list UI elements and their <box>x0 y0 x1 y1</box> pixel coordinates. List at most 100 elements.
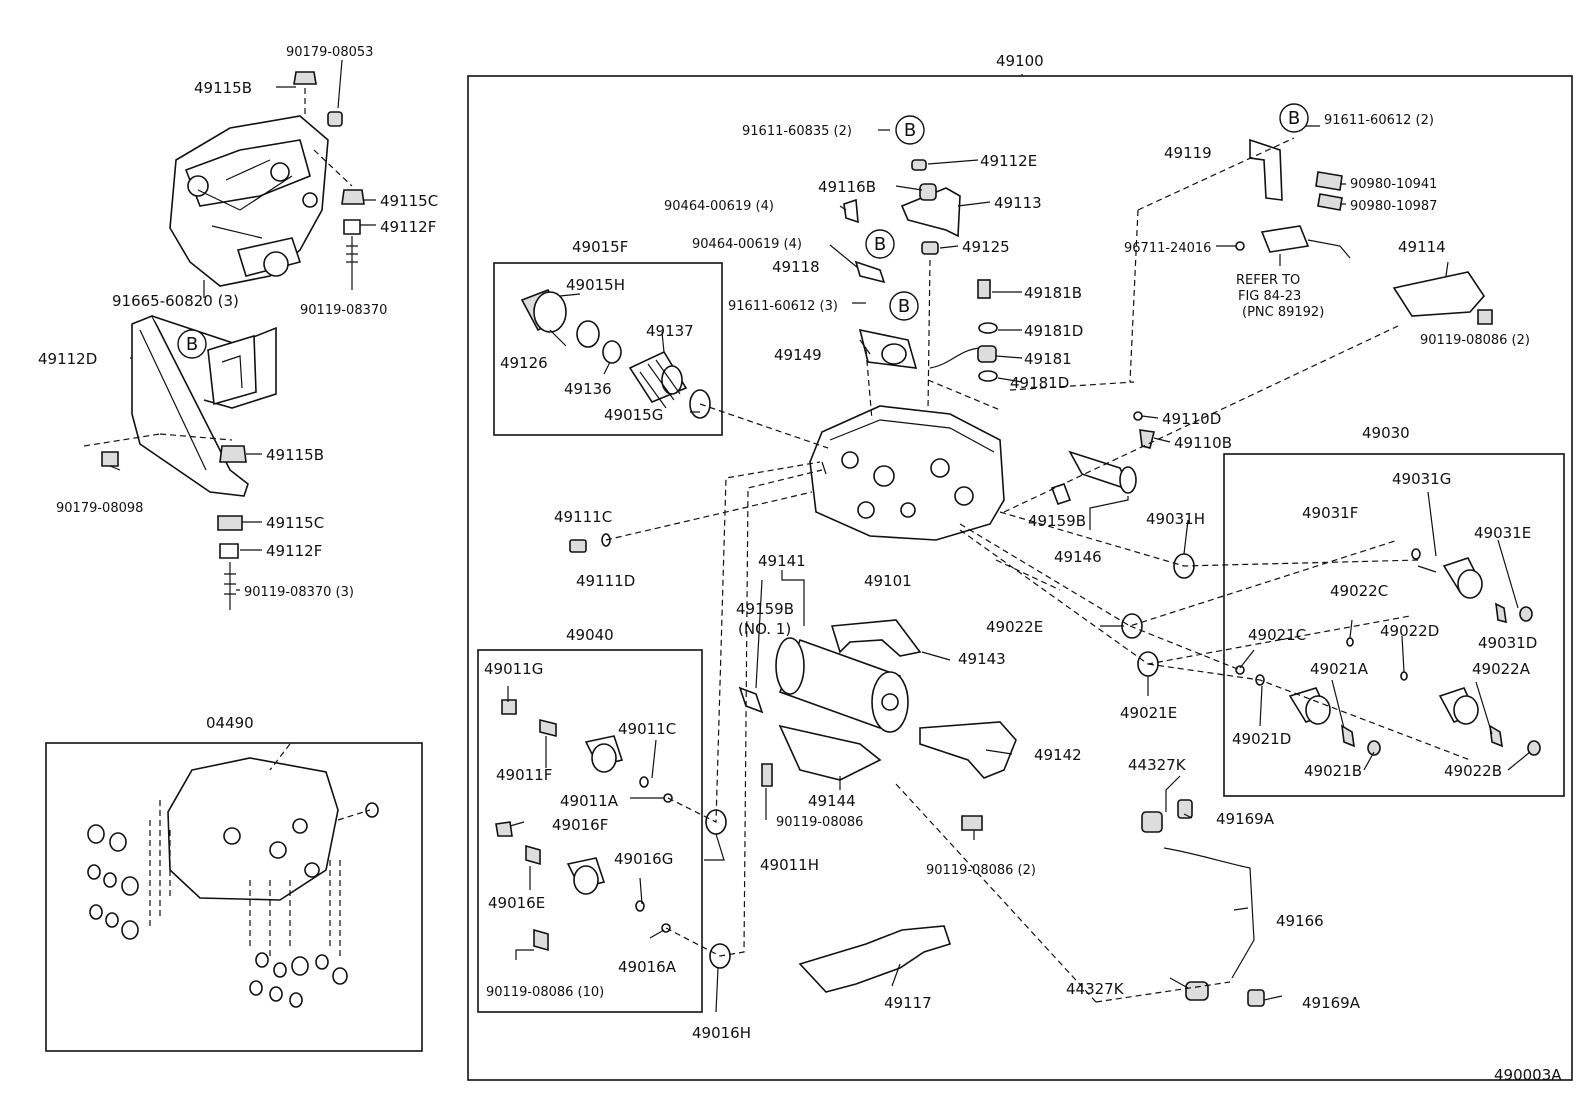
bracket-49142 <box>919 721 1017 779</box>
valve-body-49101-drawing <box>809 405 1005 541</box>
pipe-49181 <box>929 347 981 369</box>
label-49111C: 49111C <box>554 508 612 526</box>
bracket-49117 <box>798 925 952 993</box>
label-44327K-b: 44327K <box>1066 980 1125 998</box>
label-49110B: 49110B <box>1174 434 1232 452</box>
label-49181D-b: 49181D <box>1010 374 1069 392</box>
label-49112D: 49112D <box>38 350 97 368</box>
svg-text:B: B <box>904 120 916 141</box>
marker-b-3: B <box>177 329 207 359</box>
label-49016H: 49016H <box>692 1024 751 1042</box>
label-49136: 49136 <box>564 380 612 398</box>
oring-49016H <box>709 943 731 969</box>
screw-49112E <box>911 159 927 171</box>
label-49101: 49101 <box>864 572 912 590</box>
valve-kit-49040-frame <box>477 649 703 1013</box>
label-49011F: 49011F <box>496 766 552 784</box>
label-49022C: 49022C <box>1330 582 1388 600</box>
label-49112E: 49112E <box>980 152 1037 170</box>
label-49021D: 49021D <box>1232 730 1291 748</box>
marker-b-4: B <box>865 229 895 259</box>
label-49021A: 49021A <box>1310 660 1369 678</box>
label-90119-08086-a: 90119-08086 <box>776 815 863 830</box>
label-91611-60612-3: 91611-60612 (3) <box>728 299 838 314</box>
label-49166: 49166 <box>1276 912 1324 930</box>
bolt-49169A-b <box>1247 989 1265 1007</box>
label-49021C: 49021C <box>1248 626 1306 644</box>
label-49181B: 49181B <box>1024 284 1082 302</box>
svg-text:B: B <box>874 234 886 255</box>
clip-90464-a <box>843 198 859 224</box>
label-49011A: 49011A <box>560 792 619 810</box>
collar-49112F-mid <box>219 543 239 559</box>
label-49011C: 49011C <box>618 720 676 738</box>
connector-90980-10941 <box>1315 171 1343 191</box>
label-91611-60835: 91611-60835 (2) <box>742 124 852 139</box>
bracket-49113 <box>900 187 961 238</box>
label-49159B-a: 49159B <box>1028 512 1086 530</box>
label-49016G: 49016G <box>614 850 673 868</box>
valve-kit-49030-frame <box>1223 453 1565 797</box>
plug-49110B <box>1139 429 1155 449</box>
filter-49159B <box>1050 482 1072 506</box>
label-49115C-top: 49115C <box>380 192 438 210</box>
label-49117: 49117 <box>884 994 932 1012</box>
label-49016F: 49016F <box>552 816 608 834</box>
label-49113: 49113 <box>994 194 1042 212</box>
accumulator-drawing <box>738 619 922 781</box>
label-49119: 49119 <box>1164 144 1212 162</box>
label-49021B: 49021B <box>1304 762 1362 780</box>
label-49011H: 49011H <box>760 856 819 874</box>
bolt-90119-08086-2 <box>961 815 983 831</box>
union-44327K-a <box>1141 811 1163 833</box>
label-49118: 49118 <box>772 258 820 276</box>
refer-line-3: (PNC 89192) <box>1242 305 1324 320</box>
label-90179-08098: 90179-08098 <box>56 501 143 516</box>
label-49022B: 49022B <box>1444 762 1502 780</box>
refer-line-2: FIG 84-23 <box>1238 289 1301 304</box>
label-96711-24016: 96711-24016 <box>1124 241 1211 256</box>
label-49031H: 49031H <box>1146 510 1205 528</box>
label-49015F: 49015F <box>572 238 628 256</box>
filter-kit-frame <box>493 262 723 436</box>
label-90980-10987: 90980-10987 <box>1350 199 1437 214</box>
label-49115B-top: 49115B <box>194 79 252 97</box>
grommet-49125 <box>921 241 939 255</box>
part-labels: 49100 90179-08053 49115B 49115C 49112F 9… <box>38 45 1562 1084</box>
label-49181D-a: 49181D <box>1024 322 1083 340</box>
spring-49111C <box>569 539 587 553</box>
label-49115B-mid: 49115B <box>266 446 324 464</box>
nut-top <box>327 111 343 127</box>
label-91611-60612-2: 91611-60612 (2) <box>1324 113 1434 128</box>
label-90464-b: 90464-00619 (4) <box>692 237 802 252</box>
bolt-49181B <box>977 279 991 299</box>
marker-b-5: B <box>889 291 919 321</box>
label-49112F-top: 49112F <box>380 218 436 236</box>
valve-kit-49030-drawing <box>1235 548 1541 756</box>
label-49031F: 49031F <box>1302 504 1358 522</box>
label-49114: 49114 <box>1398 238 1446 256</box>
bushing-49115B-mid <box>219 445 247 463</box>
label-49021E: 49021E <box>1120 704 1177 722</box>
label-49031D: 49031D <box>1478 634 1537 652</box>
label-49022D: 49022D <box>1380 622 1439 640</box>
label-90119-08086-2b: 90119-08086 (2) <box>926 863 1036 878</box>
label-49126: 49126 <box>500 354 548 372</box>
bolt-90119-08086 <box>761 763 773 787</box>
label-49011G: 49011G <box>484 660 543 678</box>
label-49022A: 49022A <box>1472 660 1531 678</box>
label-90119-08086-10: 90119-08086 (10) <box>486 985 604 1000</box>
bushing-49115C <box>341 189 365 205</box>
label-90119-08086-2a: 90119-08086 (2) <box>1420 333 1530 348</box>
label-04490: 04490 <box>206 714 254 732</box>
collar-49112F <box>343 219 361 235</box>
diagram-id: 490003A <box>1494 1066 1562 1084</box>
label-49143: 49143 <box>958 650 1006 668</box>
label-90464-a: 90464-00619 (4) <box>664 199 774 214</box>
label-49142: 49142 <box>1034 746 1082 764</box>
label-90179-08053: 90179-08053 <box>286 45 373 60</box>
filter-kit-drawing <box>520 289 711 419</box>
label-49031G: 49031G <box>1392 470 1451 488</box>
refer-line-1: REFER TO <box>1236 273 1300 288</box>
